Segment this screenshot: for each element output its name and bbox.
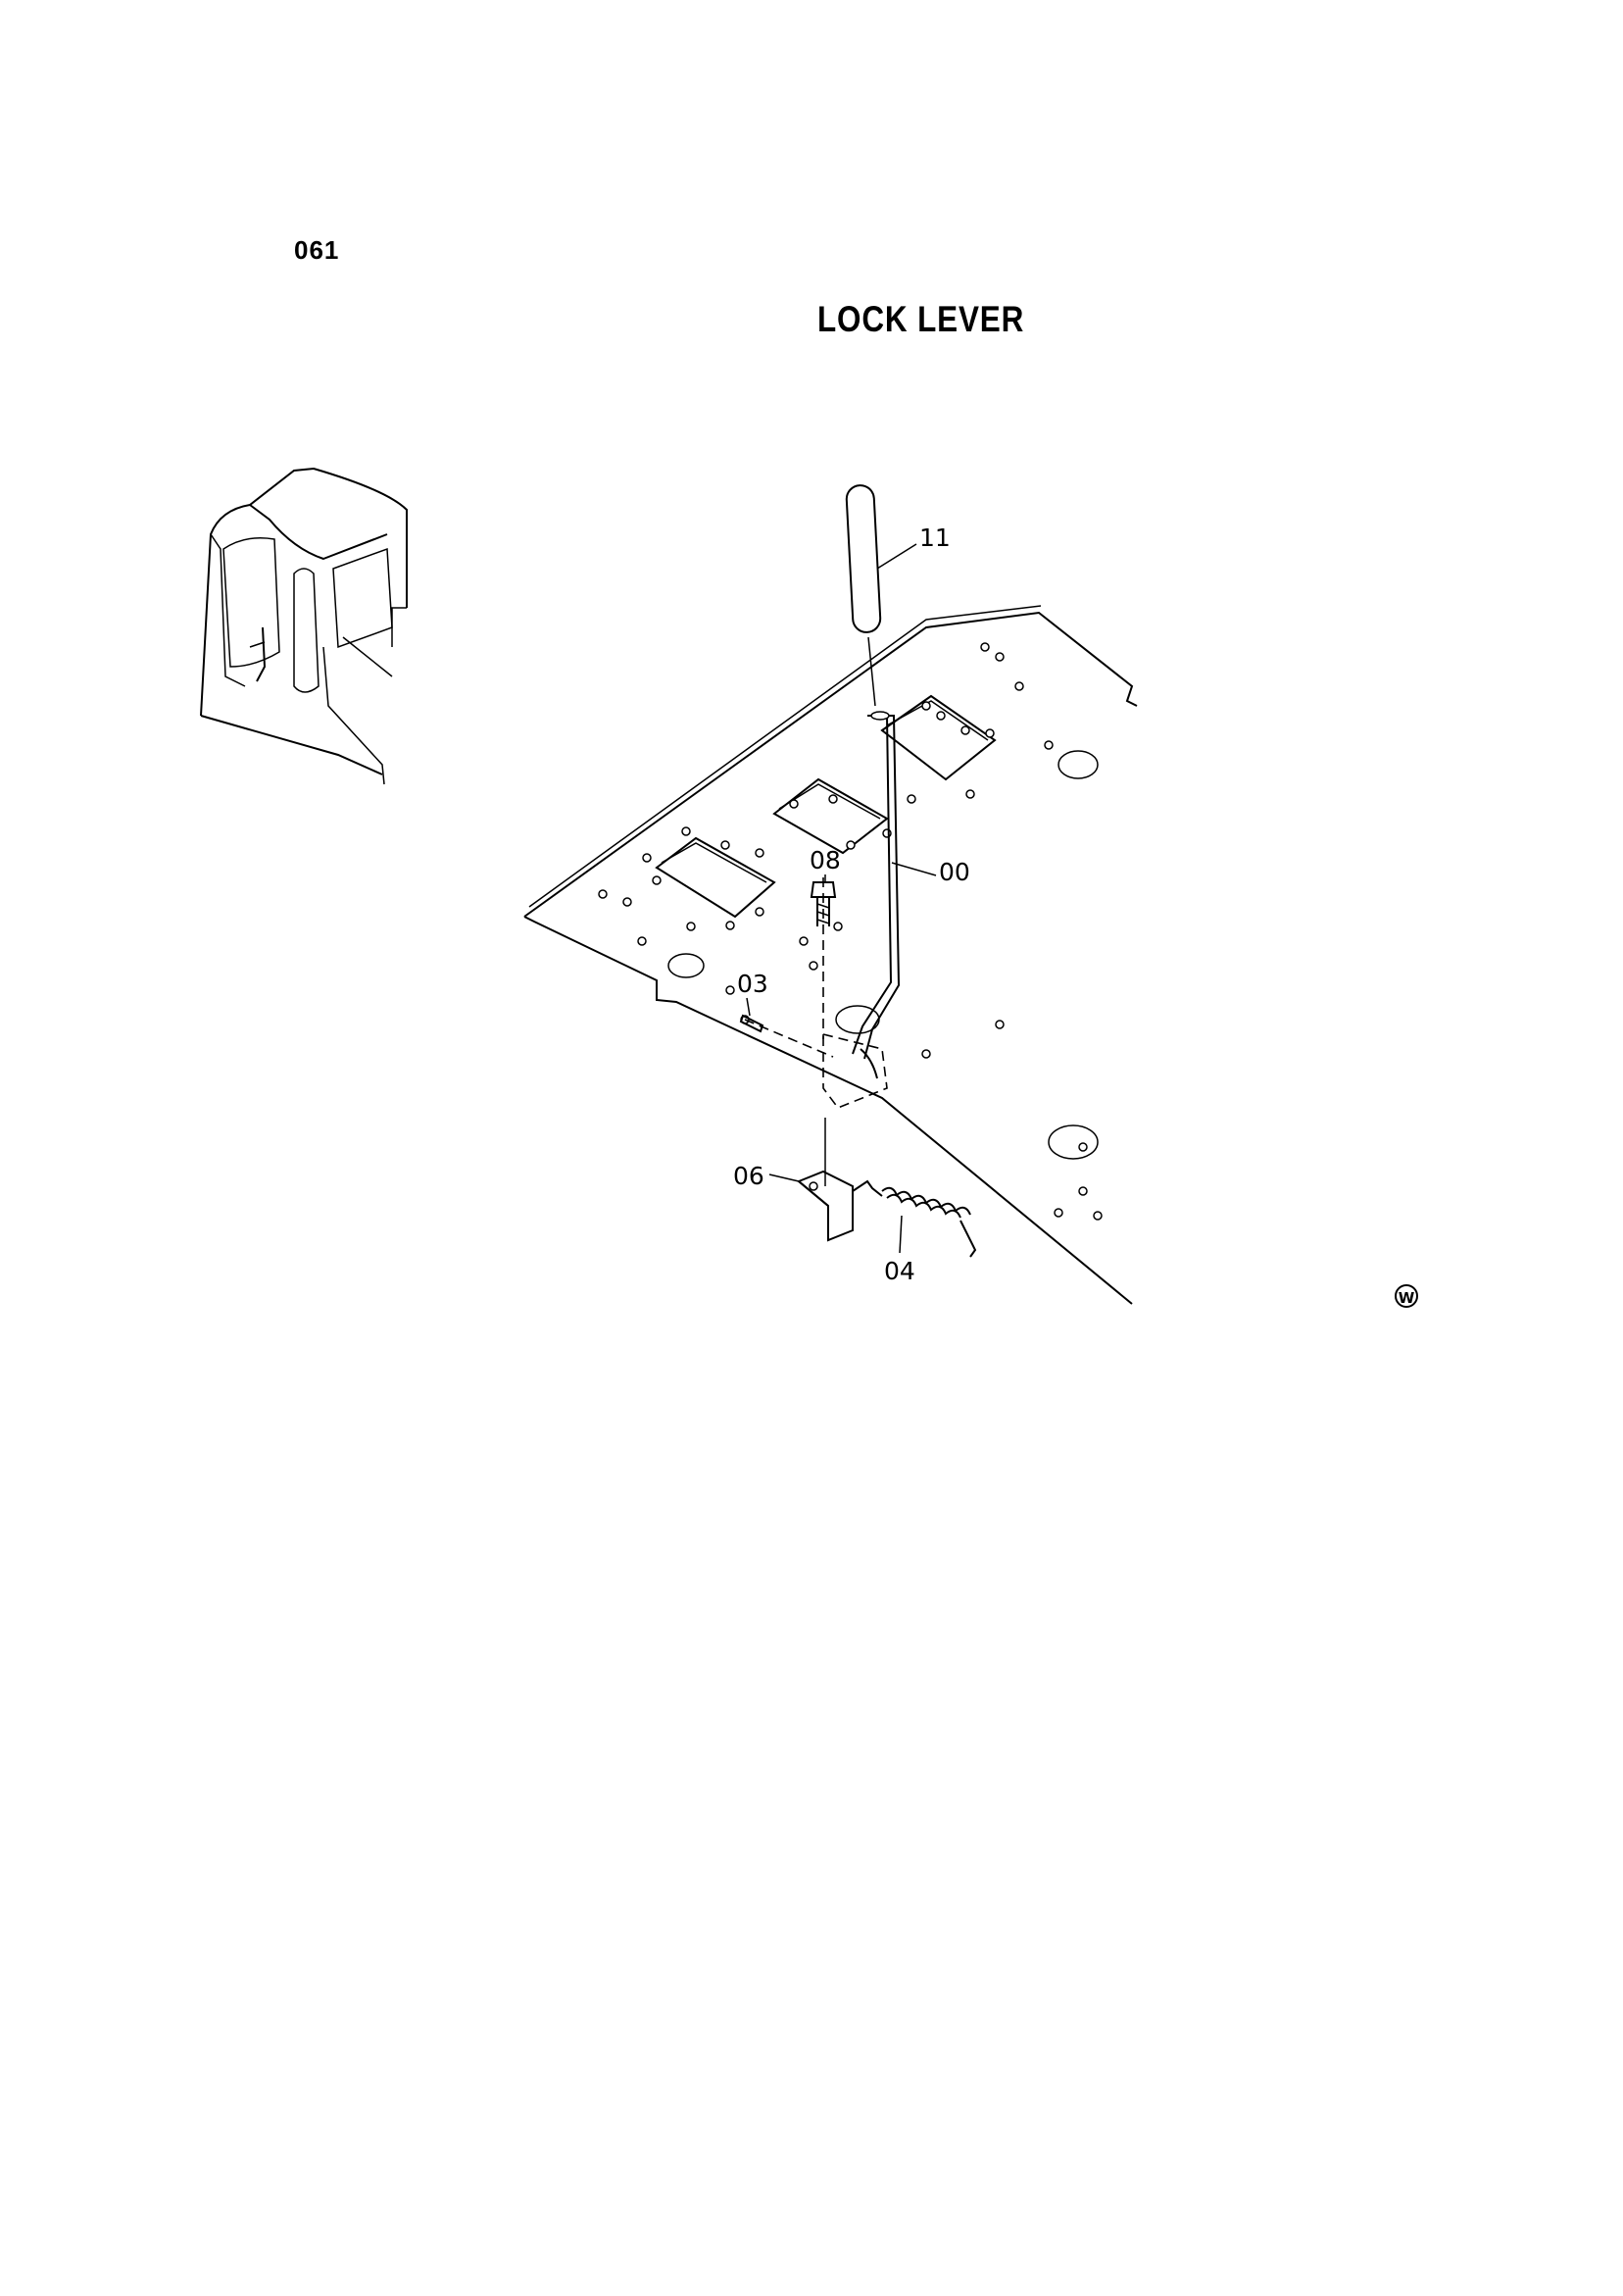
- callout-03: 03: [737, 970, 768, 998]
- w-mark-letter: W: [1399, 1289, 1415, 1307]
- callout-00: 00: [939, 858, 970, 886]
- spring: [852, 1179, 977, 1258]
- bolt-holes: [598, 642, 1103, 1221]
- lever-grip: [845, 484, 882, 707]
- callout-08: 08: [810, 846, 841, 874]
- callout-11: 11: [919, 524, 951, 552]
- bolt: [810, 881, 837, 926]
- page-code: 061: [294, 235, 340, 265]
- stopper-plate: [797, 1170, 854, 1242]
- leader-lines: [746, 543, 937, 1254]
- pin: [739, 1014, 764, 1033]
- floor-plate: [523, 605, 1138, 1305]
- callout-06: 06: [733, 1162, 764, 1190]
- lever-rod: [852, 711, 901, 1060]
- page-title: LOCK LEVER: [817, 299, 1025, 339]
- circled-w-mark: W: [1395, 1284, 1418, 1308]
- cab-thumbnail: [200, 467, 408, 785]
- bracket: [744, 877, 888, 1186]
- callout-04: 04: [884, 1257, 915, 1285]
